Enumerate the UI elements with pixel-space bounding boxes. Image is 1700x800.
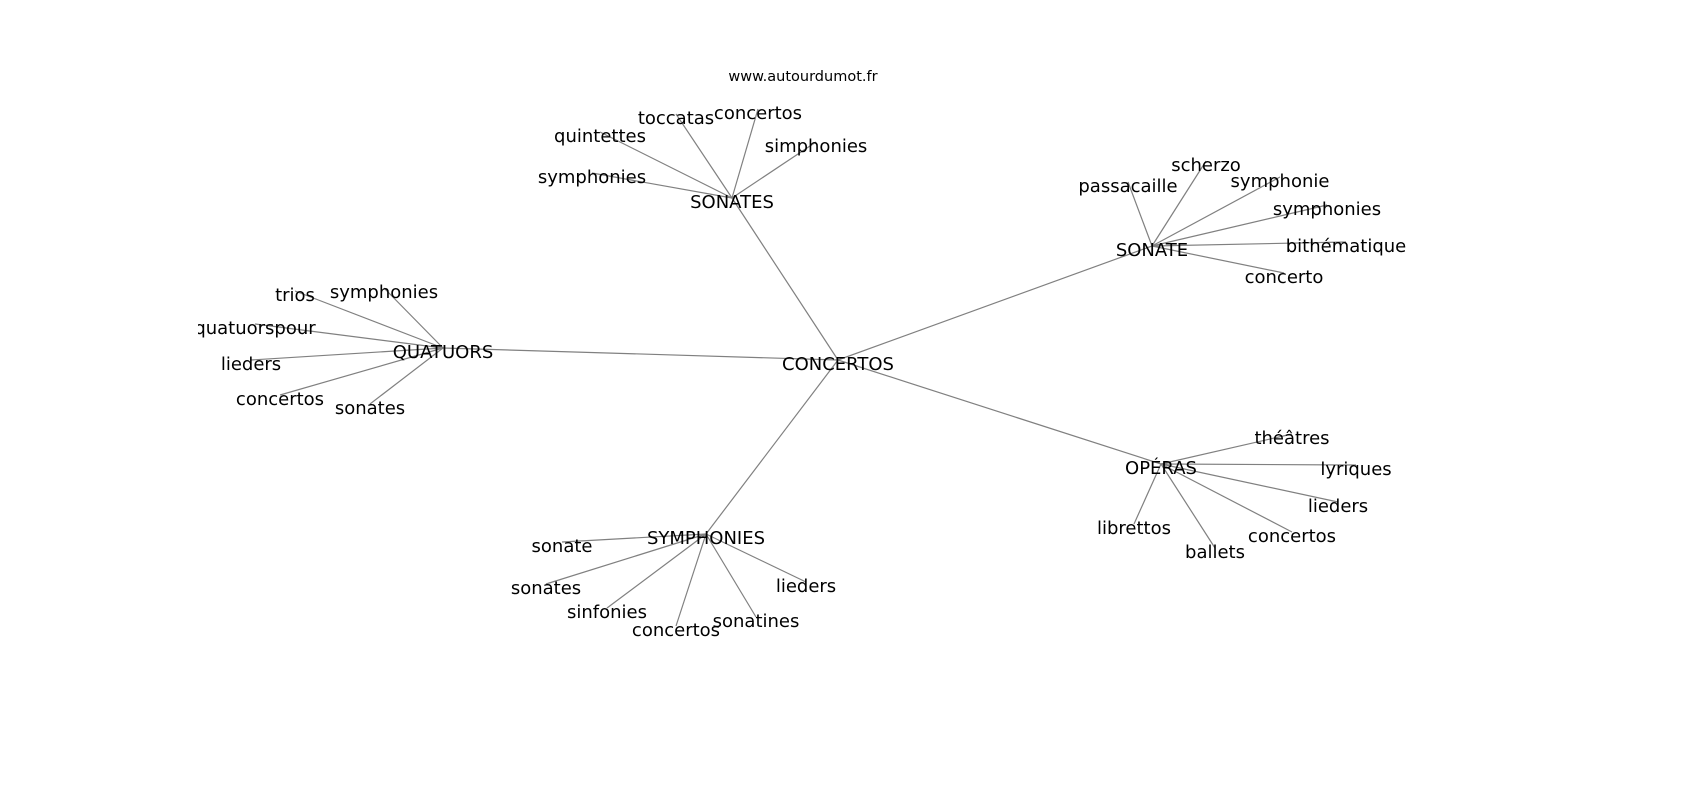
hub-node[interactable]: SONATE <box>1116 240 1188 261</box>
edge-hub-leaf <box>1151 176 1281 247</box>
leaf-node[interactable]: sonates <box>511 578 581 599</box>
edge-hub-leaf <box>250 347 444 361</box>
leaf-node[interactable]: symphonies <box>330 282 438 303</box>
edges <box>250 108 1357 627</box>
leaf-node[interactable]: lieders <box>776 576 836 597</box>
edge-hub-leaf <box>731 108 759 199</box>
edge-hub-leaf <box>606 533 707 609</box>
center-node[interactable]: CONCERTOS <box>782 354 894 375</box>
leaf-node[interactable]: théâtres <box>1254 428 1329 449</box>
edge-hub-leaf <box>1160 463 1216 549</box>
leaf-node[interactable]: lieders <box>1308 496 1368 517</box>
leaf-node[interactable]: toccatas <box>638 108 714 129</box>
edge-center-hub <box>837 359 1162 465</box>
leaf-node[interactable]: scherzo <box>1171 155 1241 176</box>
edge-hub-leaf <box>1151 160 1207 247</box>
watermark: www.autourdumot.fr <box>728 69 877 85</box>
leaf-node[interactable]: sonate <box>532 536 593 557</box>
edge-hub-leaf <box>1133 463 1162 525</box>
leaf-node[interactable]: concertos <box>236 389 324 410</box>
leaf-node[interactable]: lieders <box>221 354 281 375</box>
leaf-node[interactable]: lyriques <box>1320 459 1391 480</box>
edge-hub-leaf <box>279 347 444 396</box>
leaf-node[interactable]: concertos <box>1248 526 1336 547</box>
edge-hub-leaf <box>545 533 707 585</box>
edge-center-hub <box>731 197 839 361</box>
hub-node[interactable]: OPÉRAS <box>1125 457 1197 479</box>
hub-node[interactable]: QUATUORS <box>393 342 494 363</box>
edge-hub-leaf <box>561 533 707 543</box>
edge-hub-leaf <box>731 141 817 199</box>
leaf-node[interactable]: concertos <box>632 620 720 641</box>
leaf-node[interactable]: quintettes <box>554 126 646 147</box>
edge-hub-leaf <box>1151 245 1285 274</box>
edge-center-hub <box>837 245 1153 361</box>
edge-hub-leaf <box>1127 181 1153 247</box>
edge-center-hub <box>442 347 839 361</box>
hub-node[interactable]: SYMPHONIES <box>647 528 765 549</box>
leaf-node[interactable]: sinfonies <box>567 602 647 623</box>
leaf-node[interactable]: symphonies <box>1273 199 1381 220</box>
leaf-node[interactable]: ballets <box>1185 542 1245 563</box>
edge-hub-leaf <box>1151 241 1347 247</box>
leaf-node[interactable]: sonatines <box>713 611 800 632</box>
edge-hub-leaf <box>294 290 444 349</box>
leaf-node[interactable]: bithématique <box>1286 236 1407 257</box>
edge-hub-leaf <box>1160 463 1339 503</box>
leaf-node[interactable]: concertos <box>714 103 802 124</box>
edge-hub-leaf <box>675 113 733 199</box>
leaf-node[interactable]: symphonies <box>538 167 646 188</box>
leaf-node[interactable]: passacaille <box>1078 176 1177 197</box>
edge-hub-leaf <box>369 347 444 405</box>
edge-hub-leaf <box>591 172 733 199</box>
edge-center-hub <box>705 359 839 535</box>
edge-hub-leaf <box>383 287 444 349</box>
edge-hub-leaf <box>254 323 444 349</box>
leaf-node[interactable]: symphonie <box>1231 171 1330 192</box>
edge-hub-leaf <box>599 131 733 199</box>
leaf-node[interactable]: trios <box>275 285 315 306</box>
edge-hub-leaf <box>1151 204 1328 247</box>
hub-node[interactable]: SONATES <box>690 192 774 213</box>
leaf-node[interactable]: quatuorspour <box>194 318 316 339</box>
edge-hub-leaf <box>1160 433 1293 465</box>
leaf-node[interactable]: sonates <box>335 398 405 419</box>
edge-hub-leaf <box>705 533 807 583</box>
edge-hub-leaf <box>1160 463 1293 533</box>
edge-hub-leaf <box>705 533 757 618</box>
edge-hub-leaf <box>1160 463 1357 466</box>
edge-hub-leaf <box>675 533 707 627</box>
leaf-node[interactable]: simphonies <box>765 136 868 157</box>
leaf-node[interactable]: librettos <box>1097 518 1171 539</box>
leaf-node[interactable]: concerto <box>1245 267 1324 288</box>
